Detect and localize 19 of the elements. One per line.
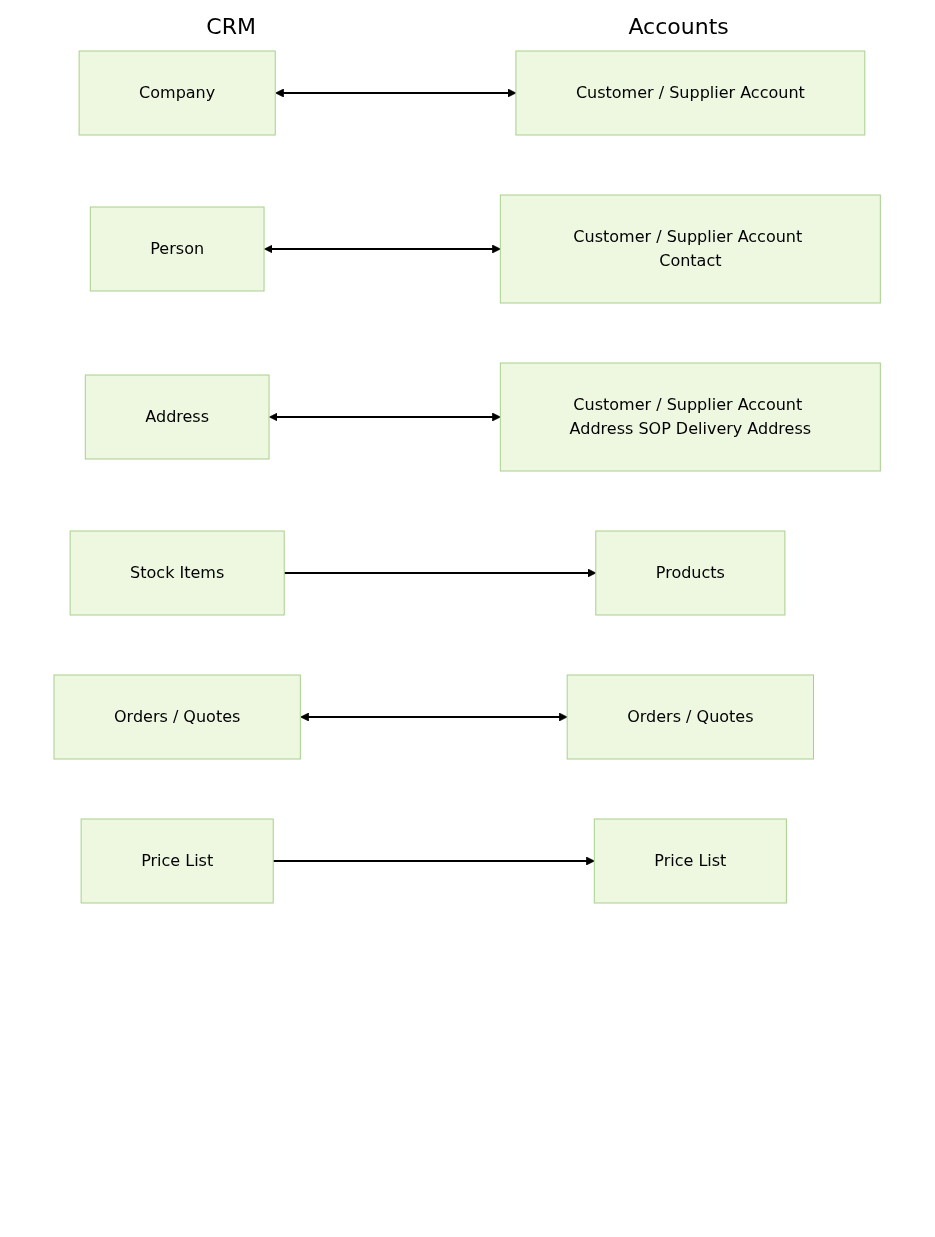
node-box: Orders / Quotes	[53, 674, 302, 760]
node-box: Orders / Quotes	[567, 674, 815, 760]
node-box: Customer / Supplier Account Address SOP Delivery Address	[500, 362, 882, 472]
node-box: Stock Items	[69, 530, 286, 616]
arrow	[269, 412, 502, 422]
column-heading: CRM	[206, 14, 256, 39]
node-box: Customer / Supplier Account Contact	[500, 194, 882, 304]
node-box: Person	[90, 206, 265, 292]
node-box: Customer / Supplier Account	[515, 50, 866, 136]
arrow	[283, 568, 597, 578]
node-box: Products	[595, 530, 786, 616]
node-box: Price List	[594, 818, 788, 904]
node-box: Company	[78, 50, 277, 136]
arrow	[300, 712, 568, 722]
node-box: Price List	[80, 818, 275, 904]
node-box: Address	[85, 374, 270, 460]
column-heading: Accounts	[628, 14, 729, 39]
arrow	[272, 856, 596, 866]
arrow	[275, 88, 517, 98]
